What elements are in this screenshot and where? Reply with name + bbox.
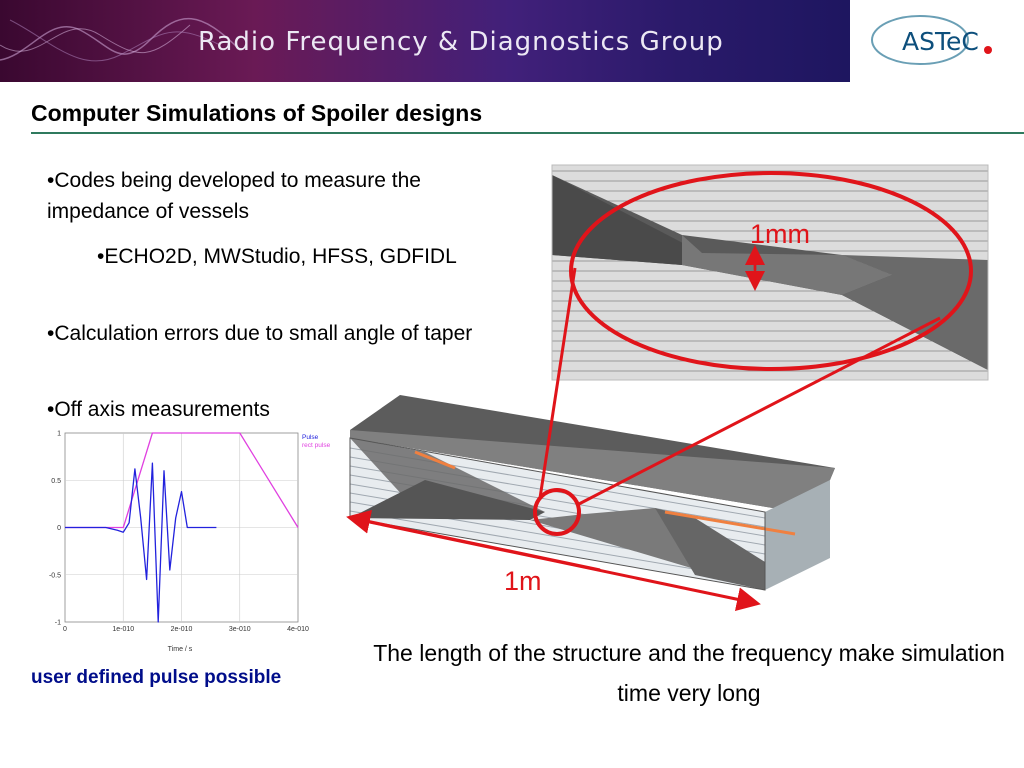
x-tick-label: 2e-010	[171, 626, 193, 633]
length-label: 1m	[504, 566, 542, 596]
x-axis-label: Time / s	[168, 646, 193, 653]
y-tick-label: -1	[55, 620, 61, 627]
logo-ring-icon	[871, 15, 992, 65]
x-tick-label: 0	[63, 626, 67, 633]
logo-area	[850, 0, 1024, 82]
bullet-off-axis: •Off axis measurements	[47, 398, 270, 421]
zoom-ellipse	[569, 171, 973, 371]
gap-label: 1mm	[750, 219, 810, 249]
legend-entry-rect-pulse: rect pulse	[302, 442, 331, 449]
bullet-calculation-errors: •Calculation errors due to small angle o…	[47, 322, 473, 345]
y-tick-label: -0.5	[49, 572, 61, 579]
chart-ticks: 0 1e-010 2e-010 3e-010 4e-010 1 0.5 0 -0.5 -1	[49, 431, 309, 634]
focus-circle	[533, 488, 581, 536]
logo-text: ASTeC	[902, 27, 979, 56]
y-tick-label: 0	[57, 525, 61, 532]
x-tick-label: 4e-010	[287, 626, 309, 633]
x-tick-label: 1e-010	[112, 626, 134, 633]
y-tick-label: 0.5	[51, 478, 61, 485]
chart-series	[65, 432, 299, 623]
spoiler-structure-3d	[349, 395, 835, 591]
bullet-codes: •Codes being developed to measure the im…	[47, 169, 421, 223]
pulse-chart: 0 1e-010 2e-010 3e-010 4e-010 1 0.5 0 -0.5 -1 Tim…	[49, 431, 331, 654]
pulse-caption: user defined pulse possible	[31, 667, 282, 688]
x-tick-label: 3e-010	[229, 626, 251, 633]
series-line-pulse	[65, 462, 217, 623]
zoomed-taper-detail	[551, 164, 989, 381]
bottom-caption: The length of the structure and the freq…	[373, 640, 1005, 706]
y-tick-label: 1	[57, 431, 61, 438]
bullet-software-list: •ECHO2D, MWStudio, HFSS, GDFIDL	[97, 245, 457, 268]
wave-decoration	[0, 17, 241, 62]
title-divider	[31, 132, 1024, 134]
group-title: Radio Frequency & Diagnostics Group	[198, 27, 724, 57]
header-banner: Radio Frequency & Diagnostics Group	[0, 0, 850, 82]
legend-entry-pulse: Pulse	[302, 434, 319, 441]
slide-title: Computer Simulations of Spoiler designs	[31, 100, 483, 126]
